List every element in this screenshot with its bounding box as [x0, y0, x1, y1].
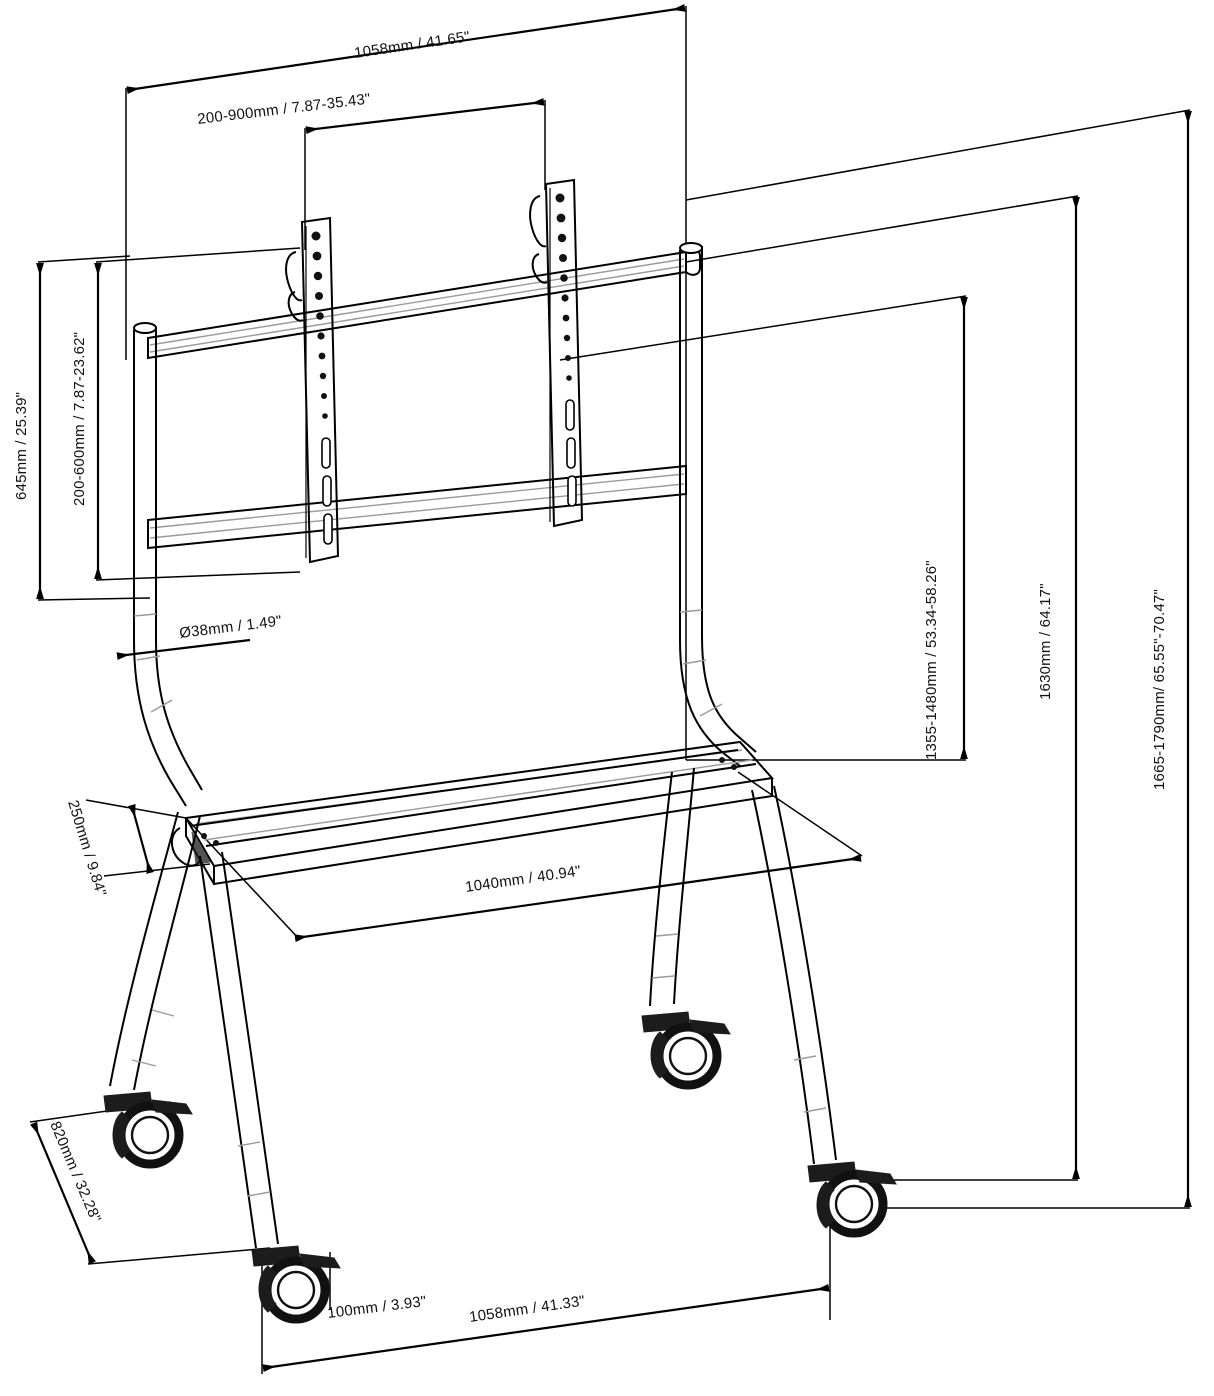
- label-frame-height: 1630mm / 64.17": [1037, 583, 1054, 700]
- label-shelf-depth: 250mm / 9.84": [64, 798, 109, 898]
- dim-shelf-width-line: [294, 853, 862, 943]
- label-vesa-vertical: 200-600mm / 7.87-23.62": [71, 332, 88, 506]
- vesa-rail-left: [285, 216, 340, 564]
- dimension-labels: 1058mm / 41.65" 200-900mm / 7.87-35.43" …: [13, 28, 1168, 1326]
- lower-crossbar: [147, 464, 687, 550]
- extension-lines: [29, 6, 1191, 1374]
- caster-wheel-front-left: [103, 1091, 193, 1169]
- rear-left-leg: [199, 851, 279, 1249]
- caster-wheel-front-right: [641, 1011, 731, 1090]
- label-overall-height: 1665-1790mm/ 65.55"-70.47": [1151, 589, 1168, 790]
- label-top-width: 1058mm / 41.65": [353, 28, 471, 62]
- dim-base-depth-line: [30, 1121, 96, 1265]
- label-tube-diameter: Ø38mm / 1.49": [178, 613, 282, 642]
- dim-top-width-line: [126, 3, 686, 95]
- caster-wheel-rear-left: [251, 1245, 341, 1324]
- label-screen-center-height: 1355-1480mm / 53.34-58.26": [923, 560, 940, 760]
- label-caster-offset: 100mm / 3.93": [326, 1293, 427, 1322]
- label-vesa-horizontal: 200-900mm / 7.87-35.43": [196, 90, 371, 128]
- vesa-rail-right: [529, 178, 584, 528]
- dim-tube-diameter-line: [116, 638, 251, 660]
- equipment-shelf: [171, 740, 774, 886]
- label-bracket-height: 645mm / 25.39": [13, 392, 30, 500]
- right-upright-tube: [679, 242, 757, 767]
- front-left-leg: [109, 811, 201, 1091]
- dim-base-width-line: [262, 1283, 830, 1373]
- left-upright-tube: [133, 322, 203, 807]
- dim-shelf-depth-line: [127, 804, 155, 874]
- label-base-width: 1058mm / 41.33": [468, 1292, 586, 1325]
- label-shelf-width: 1040mm / 40.94": [464, 862, 582, 895]
- front-right-leg: [649, 767, 695, 1007]
- caster-wheel-rear-right: [807, 1161, 897, 1238]
- rear-right-leg: [751, 785, 837, 1165]
- upper-crossbar: [147, 248, 701, 360]
- dimension-lines: [30, 3, 1192, 1373]
- dim-vesa-horizontal-line: [305, 98, 545, 134]
